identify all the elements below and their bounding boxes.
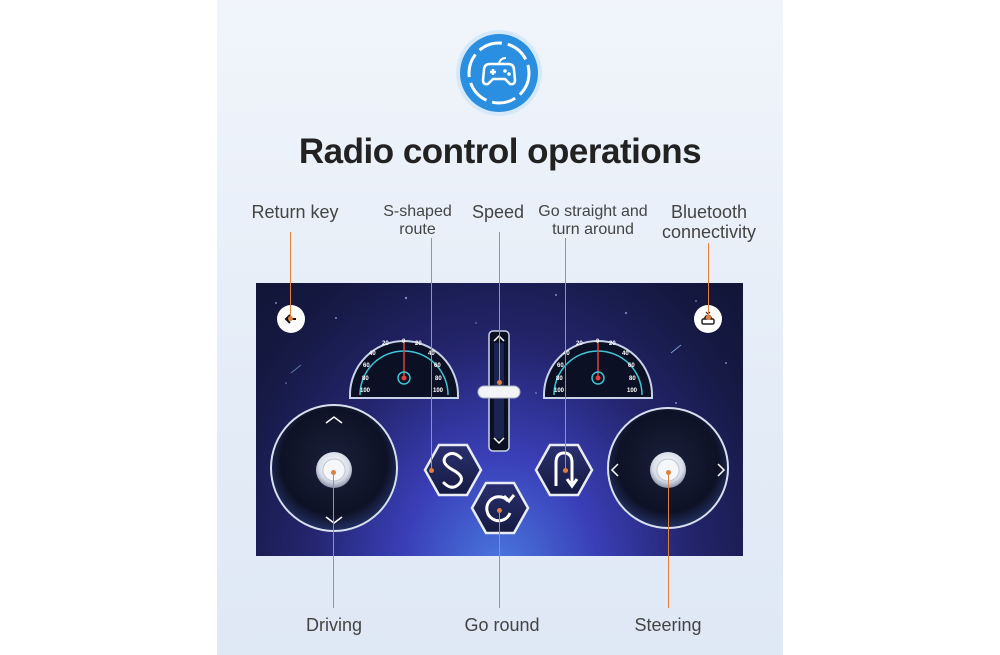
callout-dot-bluetooth xyxy=(706,315,711,320)
gamepad-logo-icon xyxy=(460,34,538,112)
callout-dot-speed xyxy=(497,380,502,385)
page-title: Radio control operations xyxy=(298,132,702,171)
callout-line-return xyxy=(290,232,291,318)
callout-line-straight xyxy=(565,238,566,470)
speed-gauge-left xyxy=(349,340,459,399)
callout-dot-steering xyxy=(666,470,671,475)
callout-line-driving xyxy=(333,472,334,608)
driving-joystick[interactable] xyxy=(270,404,398,532)
label-speed: Speed xyxy=(471,202,525,222)
label-s-route-line1: S-shaped xyxy=(383,203,452,220)
callout-line-s-route xyxy=(431,238,432,470)
callout-line-go-round xyxy=(499,510,500,608)
callout-dot-s-route xyxy=(429,468,434,473)
label-return-key: Return key xyxy=(251,202,339,222)
speed-slider[interactable] xyxy=(477,330,521,452)
callout-dot-go-round xyxy=(497,508,502,513)
callout-dot-return xyxy=(288,316,293,321)
label-bluetooth: Bluetooth connectivity xyxy=(655,202,763,242)
s-route-button[interactable] xyxy=(423,443,483,497)
label-bluetooth-line1: Bluetooth xyxy=(670,202,748,222)
label-steering: Steering xyxy=(634,615,702,635)
callout-line-bluetooth xyxy=(708,243,709,317)
callout-line-steering xyxy=(668,472,669,608)
label-straight-line1: Go straight and xyxy=(538,203,648,220)
label-straight-line2: turn around xyxy=(552,221,634,238)
label-straight-turn: Go straight and turn around xyxy=(530,203,656,239)
speed-gauge-right xyxy=(543,340,653,399)
label-s-route: S-shaped route xyxy=(370,203,465,239)
callout-line-speed xyxy=(499,232,500,382)
label-s-route-line2: route xyxy=(399,221,436,238)
callout-dot-driving xyxy=(331,470,336,475)
callout-dot-straight xyxy=(563,468,568,473)
label-driving: Driving xyxy=(305,615,362,635)
label-go-round: Go round xyxy=(464,615,540,635)
label-bluetooth-line2: connectivity xyxy=(661,222,757,242)
